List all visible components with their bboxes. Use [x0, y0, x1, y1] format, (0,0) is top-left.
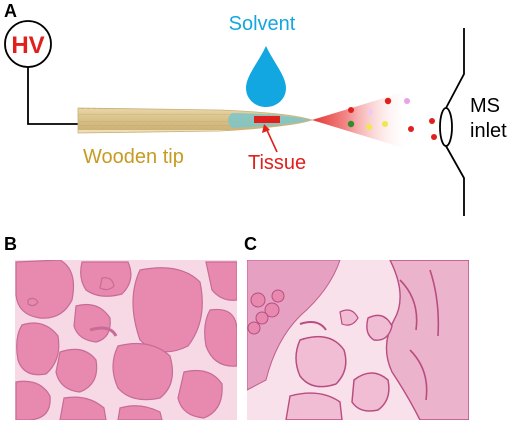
histology-image-c [247, 260, 469, 420]
solvent-droplet-icon [246, 46, 286, 107]
tissue-sample [254, 116, 280, 123]
panel-label-c: C [244, 234, 257, 254]
wooden-tip-label: Wooden tip [83, 146, 184, 168]
histology-image-b [15, 260, 237, 420]
ms-label-line2: inlet [470, 120, 507, 142]
spray-plume [312, 90, 410, 150]
panel-label-a: A [4, 1, 17, 21]
panel-label-b: B [4, 234, 17, 254]
wooden-tip [77, 107, 314, 134]
solvent-label: Solvent [229, 13, 296, 35]
hv-power-supply: HV [4, 20, 52, 68]
tissue-arrow [265, 127, 278, 153]
hv-wire [27, 67, 78, 125]
ion-droplets [347, 97, 437, 140]
ms-label-line1: MS [470, 95, 500, 117]
hv-label: HV [11, 32, 44, 59]
ms-inlet [439, 28, 465, 216]
tissue-label: Tissue [248, 152, 306, 174]
